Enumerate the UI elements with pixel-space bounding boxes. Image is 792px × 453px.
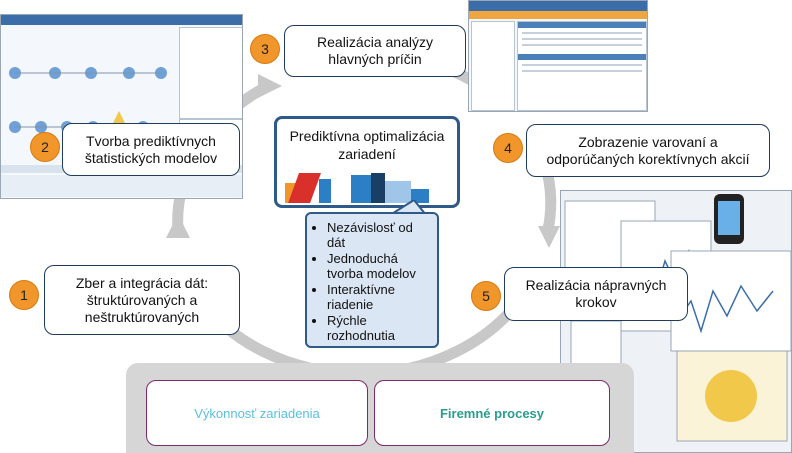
center-panel: Prediktívna optimalizácia zariadení bbox=[274, 116, 460, 208]
brand-stripes-icon bbox=[285, 173, 429, 203]
benefit-item: Interaktívne riadenie bbox=[327, 282, 431, 312]
step-4-box: Zobrazenie varovaní a odporúčaných korek… bbox=[526, 124, 770, 177]
step-2-number: 2 bbox=[30, 132, 60, 162]
benefit-item: Nezávislosť od dát bbox=[327, 220, 431, 250]
smartphone-icon bbox=[714, 194, 744, 244]
benefits-callout: Nezávislosť od dát Jednoduchá tvorba mod… bbox=[305, 212, 439, 348]
step-3-number: 3 bbox=[250, 34, 280, 64]
benefit-item: Rýchle rozhodnutia bbox=[327, 313, 431, 343]
step-5-number: 5 bbox=[471, 281, 501, 311]
step-2-box: Tvorba prediktívnych štatistických model… bbox=[62, 123, 240, 176]
center-title: Prediktívna optimalizácia zariadení bbox=[289, 128, 445, 162]
footer-business-processes: Firemné procesy bbox=[374, 380, 610, 446]
step-1-number: 1 bbox=[9, 280, 39, 310]
step-1-box: Zber a integrácia dát: štruktúrovaných a… bbox=[44, 265, 240, 335]
footer-equipment-performance: Výkonnosť zariadenia bbox=[146, 380, 368, 446]
step-3-box: Realizácia analýzy hlavných príčin bbox=[284, 25, 466, 77]
dashboard-screenshot bbox=[468, 0, 648, 112]
step-5-box: Realizácia nápravných krokov bbox=[504, 267, 688, 321]
benefit-item: Jednoduchá tvorba modelov bbox=[327, 251, 431, 281]
arrow-right-down bbox=[538, 226, 560, 248]
arrow-up-left bbox=[166, 214, 190, 238]
arrow-top-left bbox=[258, 74, 282, 98]
step-4-number: 4 bbox=[493, 133, 523, 163]
